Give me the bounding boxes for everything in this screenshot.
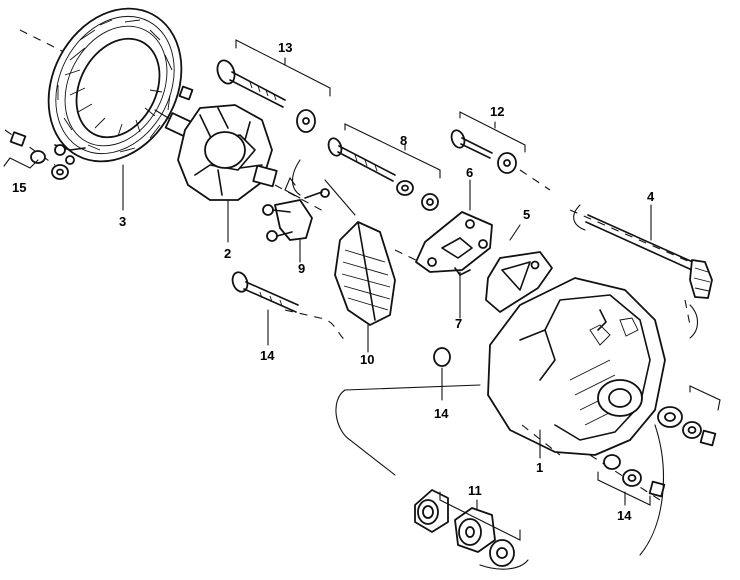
- label-part-1: 1: [536, 460, 543, 475]
- bracket-plate-part-5: [485, 224, 553, 313]
- label-part-14-left: 14: [260, 348, 275, 363]
- label-part-9: 9: [298, 261, 305, 276]
- bolt-part-14-left: [231, 271, 299, 346]
- bolt-part-13: [216, 39, 331, 133]
- label-part-5: 5: [523, 207, 530, 222]
- label-part-7: 7: [455, 316, 462, 331]
- nut-washers-part-14-right: [589, 454, 666, 506]
- bearings-part-11: [414, 489, 521, 567]
- label-part-15: 15: [12, 180, 26, 195]
- housing-part-1: [487, 277, 666, 459]
- label-part-10: 10: [360, 352, 374, 367]
- part-labels: 1 2 3 4 5 6 7 8 9 10 11 12 13 14 14 14 1…: [12, 40, 655, 523]
- regulator-plate-part-6: [415, 179, 493, 319]
- bolt-part-8: [327, 123, 441, 211]
- label-part-8: 8: [400, 133, 407, 148]
- nut-part-14-center: [433, 347, 451, 401]
- terminal-part-9: [262, 176, 330, 263]
- label-part-14-center: 14: [434, 406, 449, 421]
- stator-part-3: [19, 7, 183, 211]
- label-part-4: 4: [647, 189, 655, 204]
- nut-washers-right: [657, 385, 721, 447]
- rectifier-part-10: [334, 221, 396, 353]
- bolt-part-12: [450, 111, 551, 191]
- assembly-guide-lines: [284, 159, 699, 570]
- rotor-part-2: [154, 85, 326, 243]
- label-part-3: 3: [119, 214, 126, 229]
- nut-washers-part-15: [3, 129, 69, 180]
- label-part-12: 12: [490, 104, 504, 119]
- label-part-6: 6: [466, 165, 473, 180]
- label-part-2: 2: [224, 246, 231, 261]
- through-bolt-part-4: [569, 204, 713, 326]
- label-part-11: 11: [468, 483, 482, 498]
- label-part-13: 13: [278, 40, 292, 55]
- label-part-14-right: 14: [617, 508, 632, 523]
